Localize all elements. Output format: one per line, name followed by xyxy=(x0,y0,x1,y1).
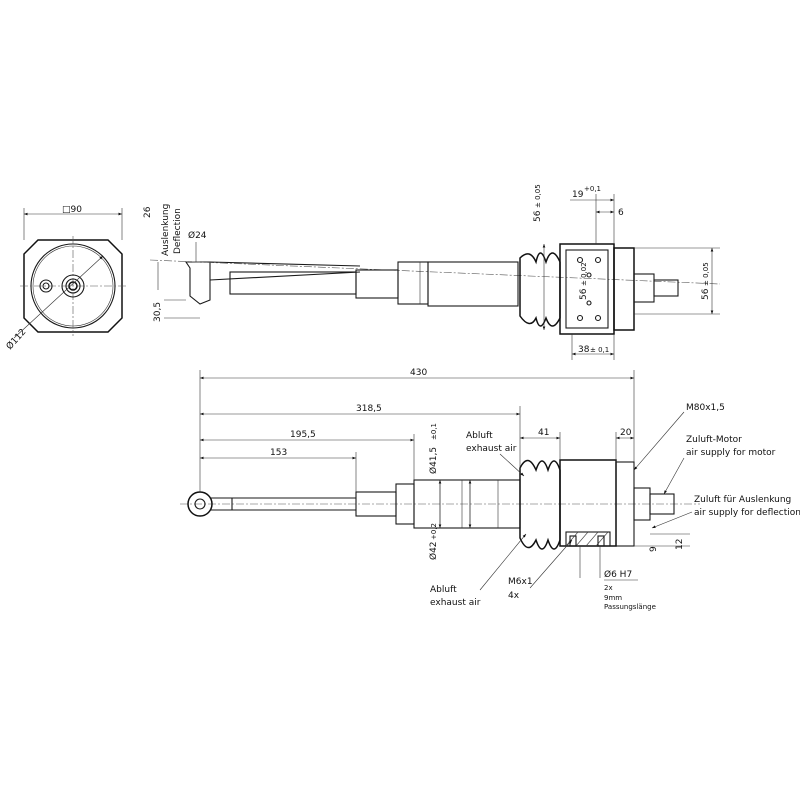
deflection-air-de: Zuluft für Auslenkung xyxy=(694,495,791,505)
deflection-value: 26 xyxy=(143,206,153,218)
pin-note: Passungslänge xyxy=(604,603,656,611)
deflection-label-de: Auslenkung xyxy=(161,204,171,256)
deflection-label-en: Deflection xyxy=(173,208,183,254)
deflection-air-en: air supply for deflection xyxy=(694,508,800,518)
tip-diameter: Ø24 xyxy=(188,230,207,241)
dia-41-5: Ø41,5 xyxy=(428,447,439,474)
dim-56-left: 56 xyxy=(533,210,543,222)
dim-56-right: 56 xyxy=(701,288,711,300)
exhaust-top-en: exhaust air xyxy=(466,444,517,454)
dim-19: 19 xyxy=(572,190,584,200)
dim-195: 195,5 xyxy=(290,430,316,440)
motor-air-de: Zuluft-Motor xyxy=(686,435,742,445)
dim-41: 41 xyxy=(538,428,549,438)
exhaust-top-de: Abluft xyxy=(466,431,493,441)
thread-m80: M80x1,5 xyxy=(686,403,725,413)
dim-430: 430 xyxy=(410,368,427,378)
exhaust-bottom-en: exhaust air xyxy=(430,598,481,608)
front-view: □90 Ø112 xyxy=(4,205,126,352)
dim-9: 9 xyxy=(649,546,659,552)
tol-56-right: ± 0,05 xyxy=(702,262,710,286)
thread-m6: M6x1 xyxy=(508,577,533,587)
dim-12: 12 xyxy=(675,539,685,550)
dim-6: 6 xyxy=(618,208,624,218)
tol-19: +0,1 xyxy=(584,185,601,193)
dim-38: 38 xyxy=(578,345,590,355)
dim-318: 318,5 xyxy=(356,404,382,414)
tol-42: +0,2 xyxy=(430,523,438,540)
dim-153: 153 xyxy=(270,448,287,458)
main-view: 430 318,5 195,5 153 41 20 Ø41,5 ±0,1 Ø42… xyxy=(180,368,800,611)
motor-air-en: air supply for motor xyxy=(686,448,776,458)
outer-diameter-label: Ø112 xyxy=(4,327,28,352)
dim-56-inner: 56 xyxy=(579,288,589,300)
tol-41-5: ±0,1 xyxy=(430,423,438,440)
thread-m6-count: 4x xyxy=(508,591,520,601)
pin-length: 9mm xyxy=(604,594,622,602)
tol-56-inner: ± 0,02 xyxy=(580,262,588,286)
tol-56-left: ± 0,05 xyxy=(534,184,542,208)
pin-diameter: Ø6 H7 xyxy=(604,569,632,580)
lower-offset: 30,5 xyxy=(153,302,163,322)
square-dimension: □90 xyxy=(62,205,82,215)
exhaust-bottom-de: Abluft xyxy=(430,585,457,595)
dim-20: 20 xyxy=(620,428,632,438)
side-view: 26 Auslenkung Deflection Ø24 30,5 19 +0,… xyxy=(143,184,721,360)
dia-42: Ø42 xyxy=(428,541,439,560)
tol-38: ± 0,1 xyxy=(590,346,609,354)
pin-count: 2x xyxy=(604,584,613,592)
